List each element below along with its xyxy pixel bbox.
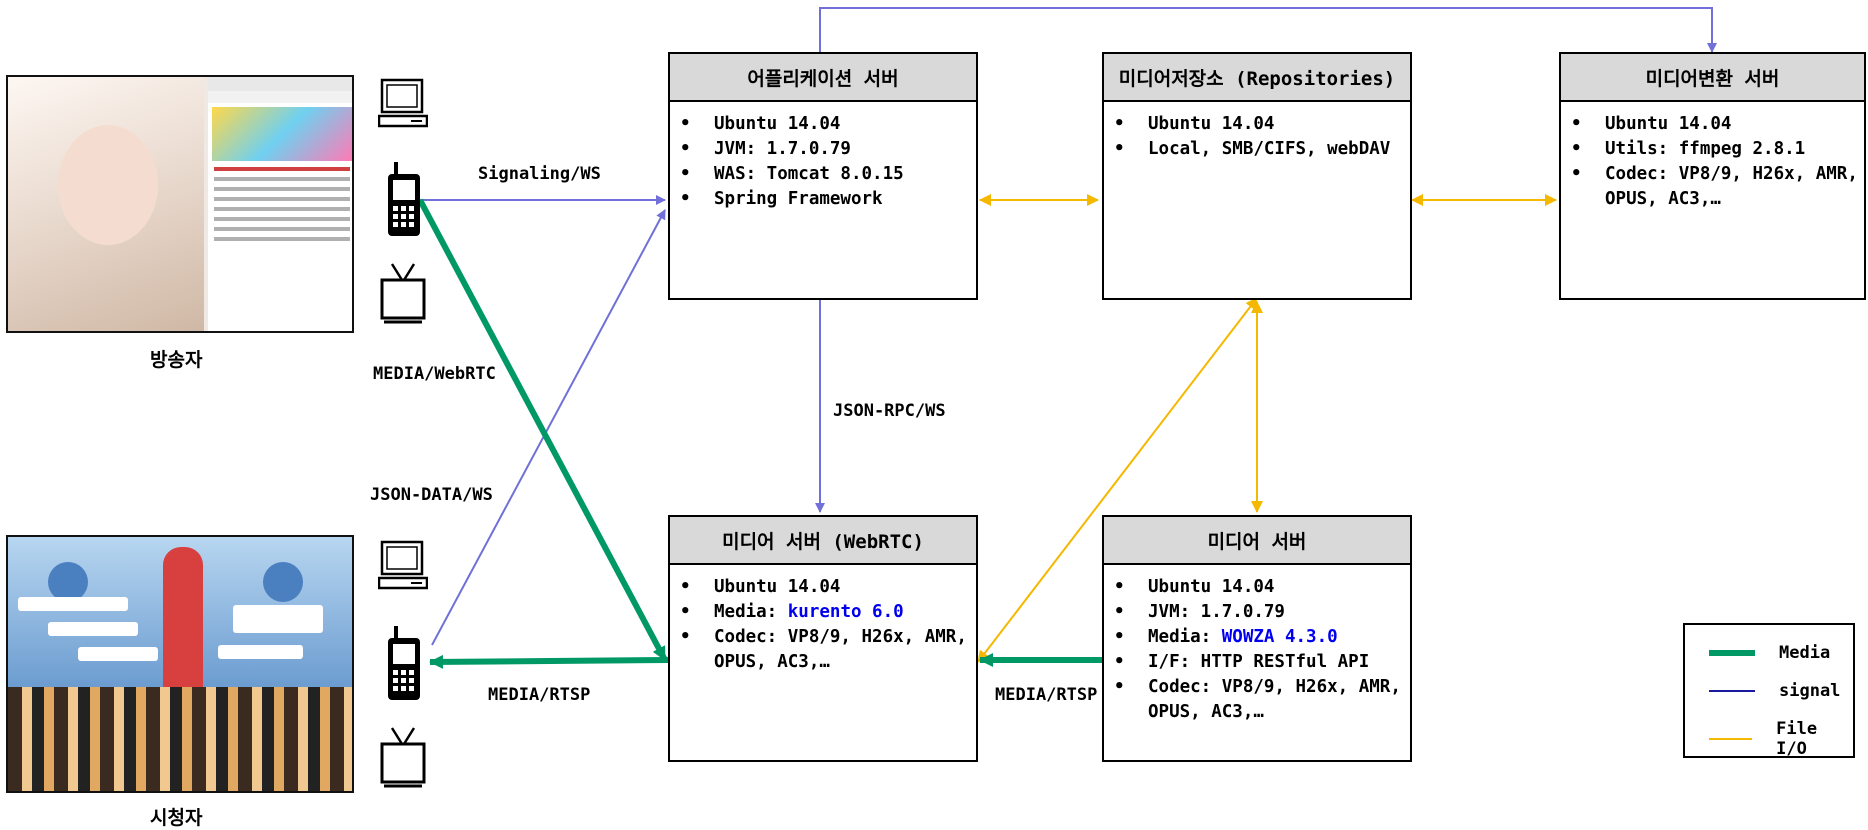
broadcaster-head <box>58 125 158 245</box>
webrtc-server-box: Ubuntu 14.04 Media: kurento 6.0 Codec: V… <box>668 563 978 762</box>
legend-label: signal <box>1779 681 1841 701</box>
legend-label: File I/O <box>1776 719 1818 759</box>
webrtc-server-title: 미디어 서버 (WebRTC) <box>668 515 978 565</box>
app-server-title: 어플리케이션 서버 <box>668 52 978 102</box>
legend: Media signal File I/O <box>1683 623 1855 759</box>
label-json-rpc: JSON-RPC/WS <box>833 401 946 421</box>
mobile-phone-icon <box>388 626 420 700</box>
wowza-version: WOWZA 4.3.0 <box>1221 627 1338 647</box>
label-media-rtsp-right: MEDIA/RTSP <box>995 685 1098 705</box>
repository-title: 미디어저장소 (Repositories) <box>1102 52 1412 102</box>
media-server-item: JVM: 1.7.0.79 <box>1114 600 1400 625</box>
signal-line-top <box>815 7 1717 61</box>
viewer-screenshot <box>6 535 354 793</box>
transcoder-item: Codec: VP8/9, H26x, AMR, <box>1571 162 1858 187</box>
computer-icon <box>378 78 428 128</box>
broadcaster-chat-panel <box>208 77 352 331</box>
media-server-item-cont: OPUS, AC3,… <box>1148 702 1264 722</box>
transcoder-item: Utils: ffmpeg 2.8.1 <box>1571 137 1854 162</box>
app-server-item: JVM: 1.7.0.79 <box>680 137 966 162</box>
tv-icon <box>380 727 426 788</box>
transcoder-item: Ubuntu 14.04 <box>1571 112 1854 137</box>
app-server-item: Ubuntu 14.04 <box>680 112 966 137</box>
legend-item-media: Media <box>1709 643 1830 663</box>
webrtc-server-item: Codec: VP8/9, H26x, AMR, <box>680 625 967 650</box>
media-line-rtsp-left <box>429 654 669 669</box>
viewer-caption: 시청자 <box>150 807 203 829</box>
legend-swatch-signal <box>1709 690 1755 692</box>
computer-icon <box>378 540 428 590</box>
app-server-item: Spring Framework <box>680 187 966 212</box>
webrtc-server-item-cont: OPUS, AC3,… <box>714 652 830 672</box>
repository-box: Ubuntu 14.04 Local, SMB/CIFS, webDAV <box>1102 100 1412 300</box>
mobile-phone-icon <box>388 162 420 236</box>
media-server-item: I/F: HTTP RESTful API <box>1114 650 1400 675</box>
legend-item-signal: signal <box>1709 681 1840 701</box>
fileio-line-repo-webrtc <box>977 297 1258 663</box>
app-server-box: Ubuntu 14.04 JVM: 1.7.0.79 WAS: Tomcat 8… <box>668 100 978 300</box>
media-server-item: Ubuntu 14.04 <box>1114 575 1400 600</box>
legend-label: Media <box>1779 643 1831 663</box>
transcoder-box: Ubuntu 14.04 Utils: ffmpeg 2.8.1 Codec: … <box>1559 100 1866 300</box>
media-server-title: 미디어 서버 <box>1102 515 1412 565</box>
label-media-rtsp-left: MEDIA/RTSP <box>488 685 591 705</box>
label-signaling: Signaling/WS <box>478 164 601 184</box>
repository-item: Ubuntu 14.04 <box>1114 112 1400 137</box>
label-media-webrtc: MEDIA/WebRTC <box>373 364 496 384</box>
webrtc-server-item: Ubuntu 14.04 <box>680 575 966 600</box>
tv-icon <box>380 263 426 324</box>
label-json-data: JSON-DATA/WS <box>370 485 493 505</box>
media-server-box: Ubuntu 14.04 JVM: 1.7.0.79 Media: WOWZA … <box>1102 563 1412 762</box>
legend-item-fileio: File I/O <box>1709 719 1853 759</box>
legend-swatch-media <box>1709 650 1755 656</box>
app-server-item: WAS: Tomcat 8.0.15 <box>680 162 966 187</box>
media-server-item: Codec: VP8/9, H26x, AMR, <box>1114 675 1401 700</box>
broadcaster-caption: 방송자 <box>150 349 203 371</box>
broadcaster-screenshot <box>6 75 354 333</box>
transcoder-item-cont: OPUS, AC3,… <box>1605 189 1721 209</box>
media-server-item: Media: WOWZA 4.3.0 <box>1114 625 1400 650</box>
media-line-webrtc <box>417 198 668 662</box>
signal-line-json-data <box>431 209 666 646</box>
webrtc-server-item: Media: kurento 6.0 <box>680 600 966 625</box>
repository-item: Local, SMB/CIFS, webDAV <box>1114 137 1400 162</box>
kurento-version: kurento 6.0 <box>787 602 904 622</box>
legend-swatch-fileio <box>1709 738 1753 740</box>
transcoder-title: 미디어변환 서버 <box>1559 52 1866 102</box>
